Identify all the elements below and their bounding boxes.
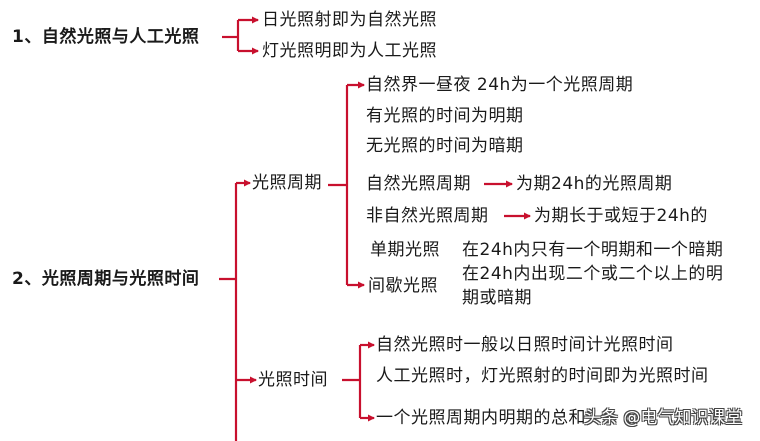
duration-item-natural: 自然光照时一般以日照时间计光照时间 — [376, 335, 674, 355]
section1-root-label: 1、自然光照与人工光照 — [12, 27, 200, 47]
cycle-item-natural-detail: 为期24h的光照周期 — [516, 174, 673, 194]
cycle-item-day-night: 自然界一昼夜 24h为一个光照周期 — [366, 75, 634, 95]
cycle-item-single-label: 单期光照 — [370, 240, 440, 260]
cycle-item-intermittent-detail-1: 在24h内出现二个或二个以上的明 — [462, 264, 724, 284]
light-cycle-label: 光照周期 — [252, 173, 322, 193]
cycle-item-single-detail: 在24h内只有一个明期和一个暗期 — [462, 240, 724, 260]
cycle-item-natural-label: 自然光照周期 — [366, 174, 471, 194]
cycle-item-dark-period: 无光照的时间为暗期 — [366, 136, 524, 156]
section1-branch-natural: 日光照射即为自然光照 — [262, 10, 437, 30]
cycle-item-intermittent-detail-2: 期或暗期 — [462, 288, 532, 308]
cycle-item-non-natural-detail: 为期长于或短于24h的 — [534, 206, 708, 226]
cycle-item-intermittent-label: 间歇光照 — [368, 276, 438, 296]
duration-item-total: 一个光照周期内明期的总和 — [376, 408, 586, 428]
section2-root-label: 2、光照周期与光照时间 — [12, 269, 200, 289]
light-duration-label: 光照时间 — [258, 370, 328, 390]
cycle-item-light-period: 有光照的时间为明期 — [366, 106, 524, 126]
section1-branch-artificial: 灯光照明即为人工光照 — [262, 41, 437, 61]
duration-item-artificial: 人工光照时，灯光照射的时间即为光照时间 — [376, 366, 709, 386]
watermark: 头条 @电气知识课堂 — [584, 408, 743, 428]
cycle-item-non-natural-label: 非自然光照周期 — [366, 206, 489, 226]
